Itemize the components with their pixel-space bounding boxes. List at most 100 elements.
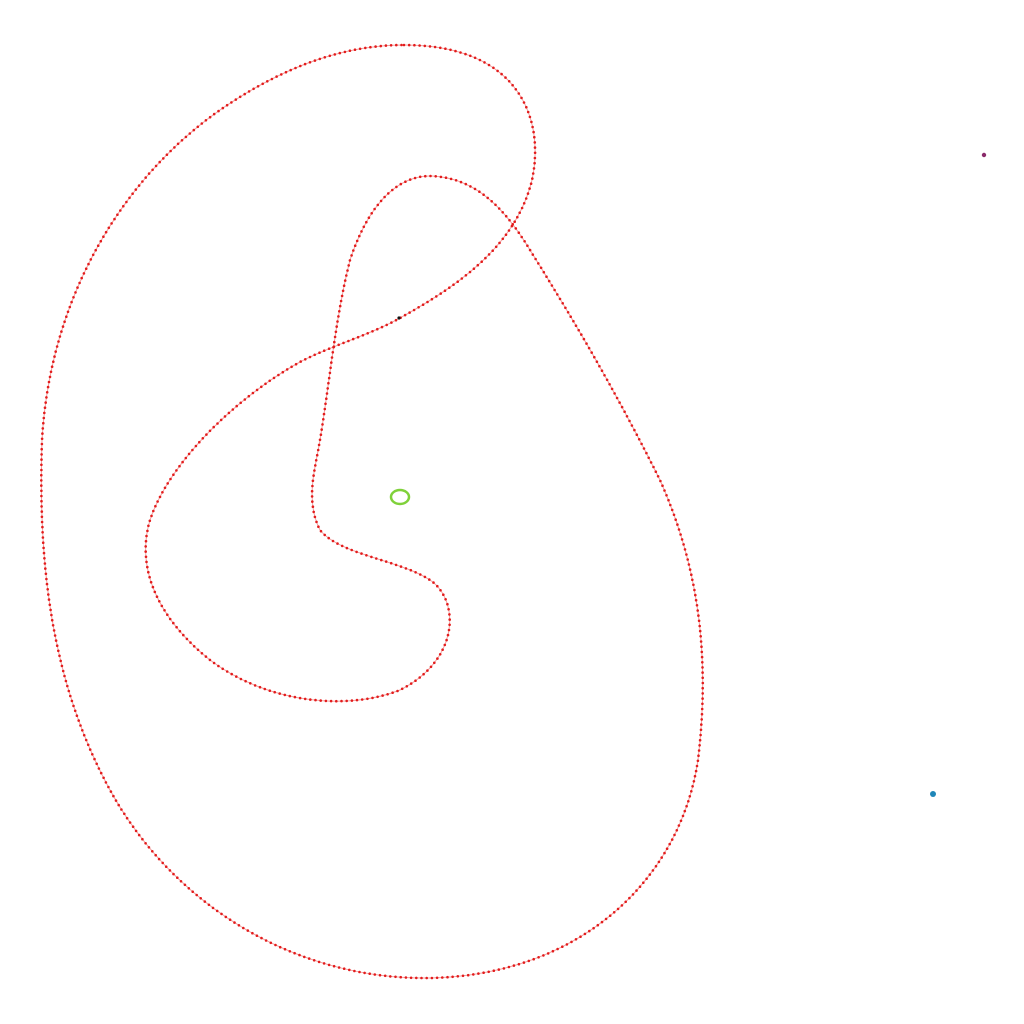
curve-dot — [355, 698, 359, 702]
curve-dot — [156, 500, 159, 503]
curve-dot — [68, 305, 72, 309]
curve-dot — [277, 373, 280, 377]
curve-dot — [198, 440, 201, 444]
curve-dot — [478, 190, 481, 193]
curve-dot — [365, 220, 368, 224]
curve-dot — [234, 98, 238, 101]
curve-dot — [418, 676, 422, 679]
curve-dot — [699, 733, 702, 737]
curve-dot — [89, 258, 93, 261]
curve-dot — [46, 385, 50, 389]
curve-dot — [380, 325, 384, 329]
curve-dot — [590, 351, 593, 354]
curve-dot — [239, 677, 243, 681]
curve-dot — [572, 319, 575, 323]
curve-dot — [533, 135, 536, 139]
curve-dot — [145, 560, 148, 564]
curve-dot — [343, 279, 347, 282]
curve-dot — [212, 661, 216, 665]
curve-dot — [191, 448, 194, 452]
curve-dot — [370, 555, 373, 559]
curve-dot — [358, 234, 361, 238]
curve-dot — [50, 365, 54, 369]
curve-dot — [642, 447, 646, 450]
curve-dot — [50, 618, 54, 622]
curve-dot — [473, 56, 477, 60]
curve-dot — [526, 110, 530, 114]
curve-dot — [158, 495, 162, 499]
curve-dot — [692, 583, 695, 587]
curve-dot — [439, 589, 442, 592]
curve-dot — [242, 926, 245, 930]
curve-dot — [394, 318, 398, 322]
curve-dot — [40, 473, 43, 477]
curve-dot — [247, 394, 251, 398]
curve-dot — [99, 771, 103, 775]
curve-dot — [333, 335, 337, 339]
curve-dot — [487, 63, 491, 67]
curve-dot — [654, 864, 658, 868]
curve-dot — [134, 829, 138, 833]
curve-dot — [443, 289, 447, 293]
curve-dot — [76, 286, 79, 289]
curve-dot — [376, 695, 379, 699]
curve-dot — [215, 909, 219, 913]
curve-dot — [404, 976, 408, 979]
curve-dot — [308, 355, 312, 359]
curve-dot — [57, 340, 60, 343]
curve-dot — [699, 640, 703, 643]
curve-dot — [350, 548, 354, 552]
curve-dot — [384, 44, 388, 47]
curve-dot — [172, 621, 175, 625]
curve-dot — [395, 185, 398, 189]
curve-dot — [40, 489, 43, 493]
curve-dot — [652, 465, 655, 469]
curve-dot — [514, 227, 518, 230]
curve-dot — [342, 341, 345, 345]
curve-dot — [389, 975, 392, 978]
curve-dot — [110, 222, 113, 225]
curve-dot — [399, 182, 403, 186]
curve-dot — [661, 484, 664, 488]
curve-dot — [81, 729, 84, 732]
curve-dot — [58, 654, 61, 658]
curve-dot — [533, 156, 537, 160]
curve-dot — [331, 539, 335, 543]
curve-dot — [208, 115, 212, 119]
curve-dot — [679, 533, 682, 536]
curve-dot — [204, 119, 208, 122]
curve-dot — [444, 176, 448, 179]
curve-dot — [243, 398, 247, 401]
curve-dot — [695, 604, 699, 607]
curve-dot — [147, 172, 151, 175]
curve-dot — [402, 43, 406, 47]
curve-dot — [337, 966, 341, 969]
curve-dot — [353, 969, 356, 973]
curve-dot — [49, 370, 53, 374]
curve-dot — [405, 685, 409, 688]
curve-dot — [364, 46, 367, 50]
curve-dot — [82, 733, 86, 737]
curve-dot — [534, 257, 537, 261]
curve-dot — [69, 694, 72, 698]
curve-dot — [137, 833, 141, 837]
curve-dot — [64, 679, 68, 683]
curve-dot — [685, 804, 688, 808]
curve-dot — [701, 671, 704, 674]
curve-dot — [694, 598, 698, 602]
curve-dot — [353, 48, 357, 51]
curve-dot — [426, 300, 429, 304]
curve-dot — [680, 538, 684, 541]
curve-dot — [317, 443, 321, 447]
curve-dot — [147, 846, 151, 849]
curve-dot — [63, 674, 66, 678]
curve-dot — [40, 468, 43, 472]
curve-dot — [596, 923, 600, 927]
curve-dot — [369, 45, 372, 49]
curve-dot — [82, 272, 86, 275]
curve-dot — [311, 500, 314, 503]
curve-dot — [368, 972, 372, 975]
curve-dot — [668, 842, 671, 846]
curve-dot — [219, 418, 223, 422]
